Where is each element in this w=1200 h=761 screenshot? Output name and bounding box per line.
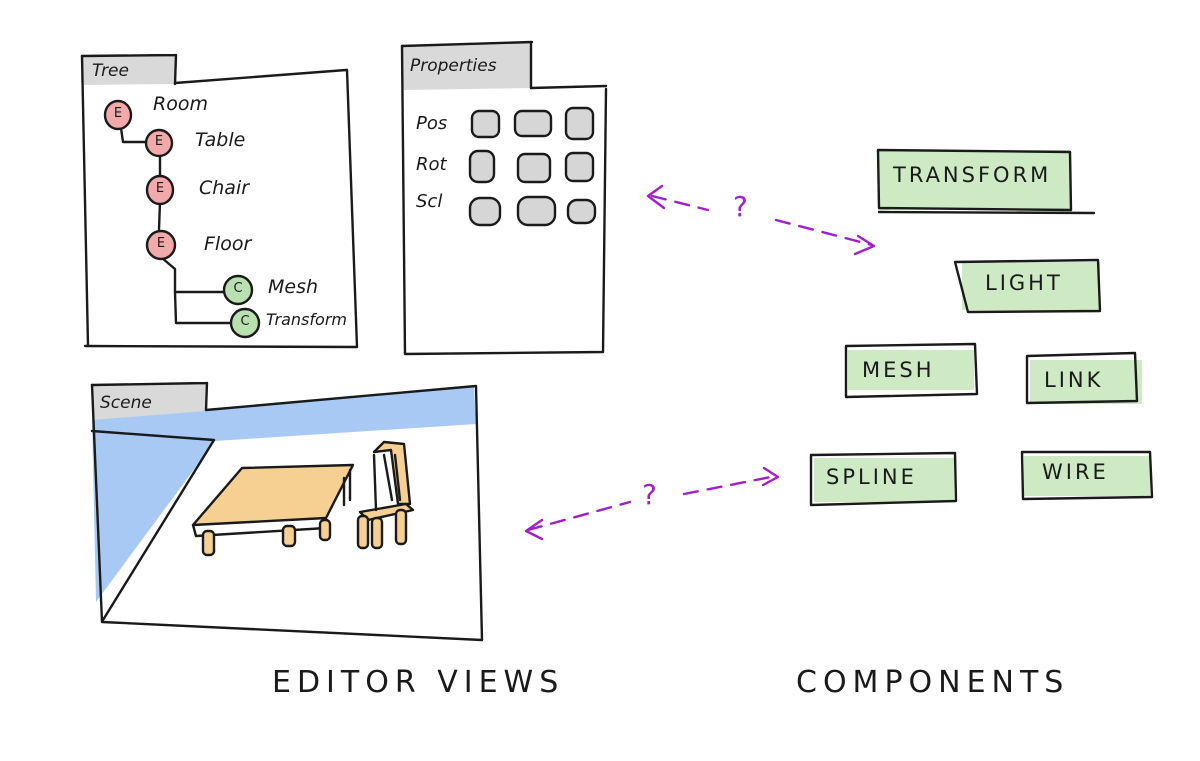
properties-tab-label: Properties: [410, 56, 497, 76]
entity-letter-floor: E: [149, 236, 173, 251]
tree-label-mesh[interactable]: Mesh: [268, 276, 318, 298]
arrow-top: [648, 186, 874, 254]
tree-label-floor[interactable]: Floor: [204, 233, 251, 255]
tree-panel: [82, 55, 357, 347]
tree-label-table[interactable]: Table: [195, 129, 245, 151]
caption-components: COMPONENTS: [796, 665, 1069, 700]
component-label-spline: SPLINE: [826, 465, 917, 489]
scene-tab-label: Scene: [100, 393, 152, 413]
property-label-scl: Scl: [416, 191, 442, 212]
tree-label-room[interactable]: Room: [153, 93, 208, 115]
component-label-transform: TRANSFORM: [893, 163, 1051, 187]
tree-connectors: [121, 128, 232, 323]
component-letter-transform: C: [233, 314, 257, 329]
component-label-wire: WIRE: [1042, 460, 1109, 484]
component-label-link: LINK: [1044, 368, 1103, 392]
component-label-mesh: MESH: [862, 358, 935, 382]
property-label-pos: Pos: [416, 113, 447, 134]
tree-tab-label: Tree: [92, 61, 129, 81]
scene-panel: [92, 383, 482, 640]
component-letter-mesh: C: [226, 281, 250, 296]
chair-sketch: [358, 442, 413, 548]
property-label-rot: Rot: [416, 154, 447, 175]
arrow-top-question-mark: ?: [733, 190, 748, 223]
entity-letter-room: E: [106, 106, 130, 121]
component-label-light: LIGHT: [985, 271, 1063, 295]
table-sketch: [193, 465, 353, 555]
property-slots[interactable]: [470, 108, 595, 225]
tree-label-chair[interactable]: Chair: [199, 177, 249, 199]
arrow-bottom-question-mark: ?: [642, 478, 657, 511]
tree-label-transform[interactable]: Transform: [266, 310, 347, 329]
entity-letter-table: E: [147, 134, 171, 149]
caption-editor-views: EDITOR VIEWS: [272, 665, 564, 700]
entity-letter-chair: E: [148, 181, 172, 196]
tree-panel-frame: [82, 56, 357, 347]
